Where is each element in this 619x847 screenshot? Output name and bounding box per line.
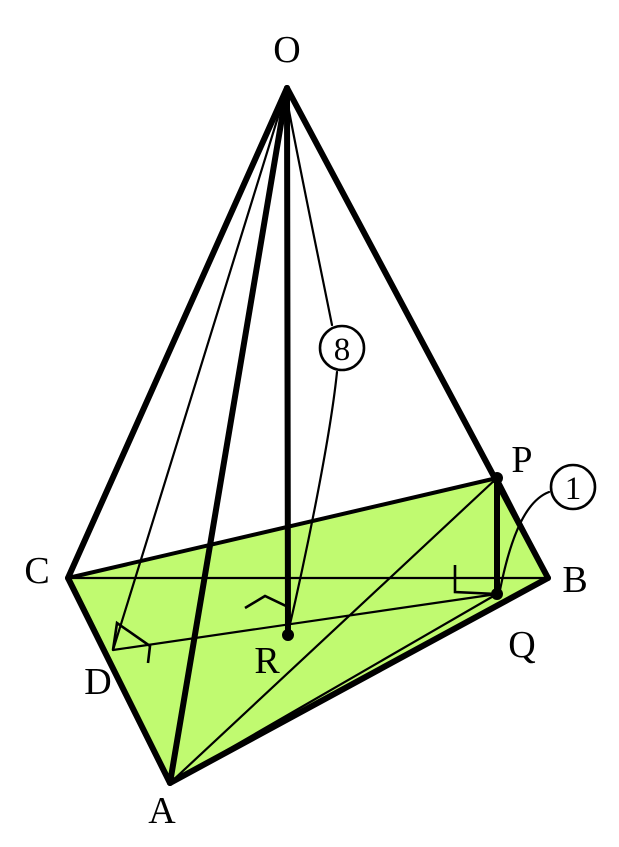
right-angle-at-R — [244, 594, 290, 635]
callout-height-label: 8 — [334, 332, 351, 368]
leader-height-callout — [285, 98, 334, 327]
callout-segment-label: 1 — [565, 471, 582, 507]
right-angle-marks — [111, 565, 498, 664]
vertex-dot-R — [282, 629, 294, 641]
vertex-labels: O C B D A P Q R — [24, 29, 587, 832]
vertex-dot-Q — [491, 588, 503, 600]
edge-CP — [66, 476, 499, 580]
edge-OC — [65, 85, 290, 581]
callout-height: 8 — [318, 324, 366, 372]
right-angle-at-Q — [453, 565, 498, 596]
edge-PB — [495, 476, 550, 580]
vertex-label-Q: Q — [508, 624, 535, 666]
callout-circle-segment — [549, 463, 597, 511]
segment-OR-height — [284, 85, 291, 638]
line-OD — [111, 86, 289, 652]
vertex-label-O: O — [273, 29, 300, 71]
pyramid-edges — [65, 85, 551, 786]
base-face-CPB — [68, 478, 548, 578]
vertical-segments — [284, 85, 500, 638]
callout-segment: 1 — [549, 463, 597, 511]
vertex-label-B: B — [562, 559, 587, 601]
edge-OA — [167, 85, 290, 786]
line-DQ — [111, 592, 499, 652]
vertex-label-P: P — [511, 439, 532, 481]
vertex-dots — [282, 472, 503, 641]
vertex-label-D: D — [84, 661, 111, 703]
vertex-label-C: C — [24, 550, 49, 592]
base-face-ABC — [68, 578, 548, 783]
leader-height-callout-lower — [286, 370, 339, 635]
vertex-label-A: A — [148, 790, 176, 832]
right-angle-at-D — [111, 620, 152, 664]
vertex-label-R: R — [254, 640, 280, 682]
leader-segment-callout — [498, 490, 551, 592]
vertex-dot-P — [491, 472, 503, 484]
line-AP — [168, 476, 499, 785]
edge-CA — [65, 575, 173, 786]
callout-circle-height — [318, 324, 366, 372]
callout-leaders — [285, 98, 551, 635]
edge-AB — [167, 575, 551, 786]
